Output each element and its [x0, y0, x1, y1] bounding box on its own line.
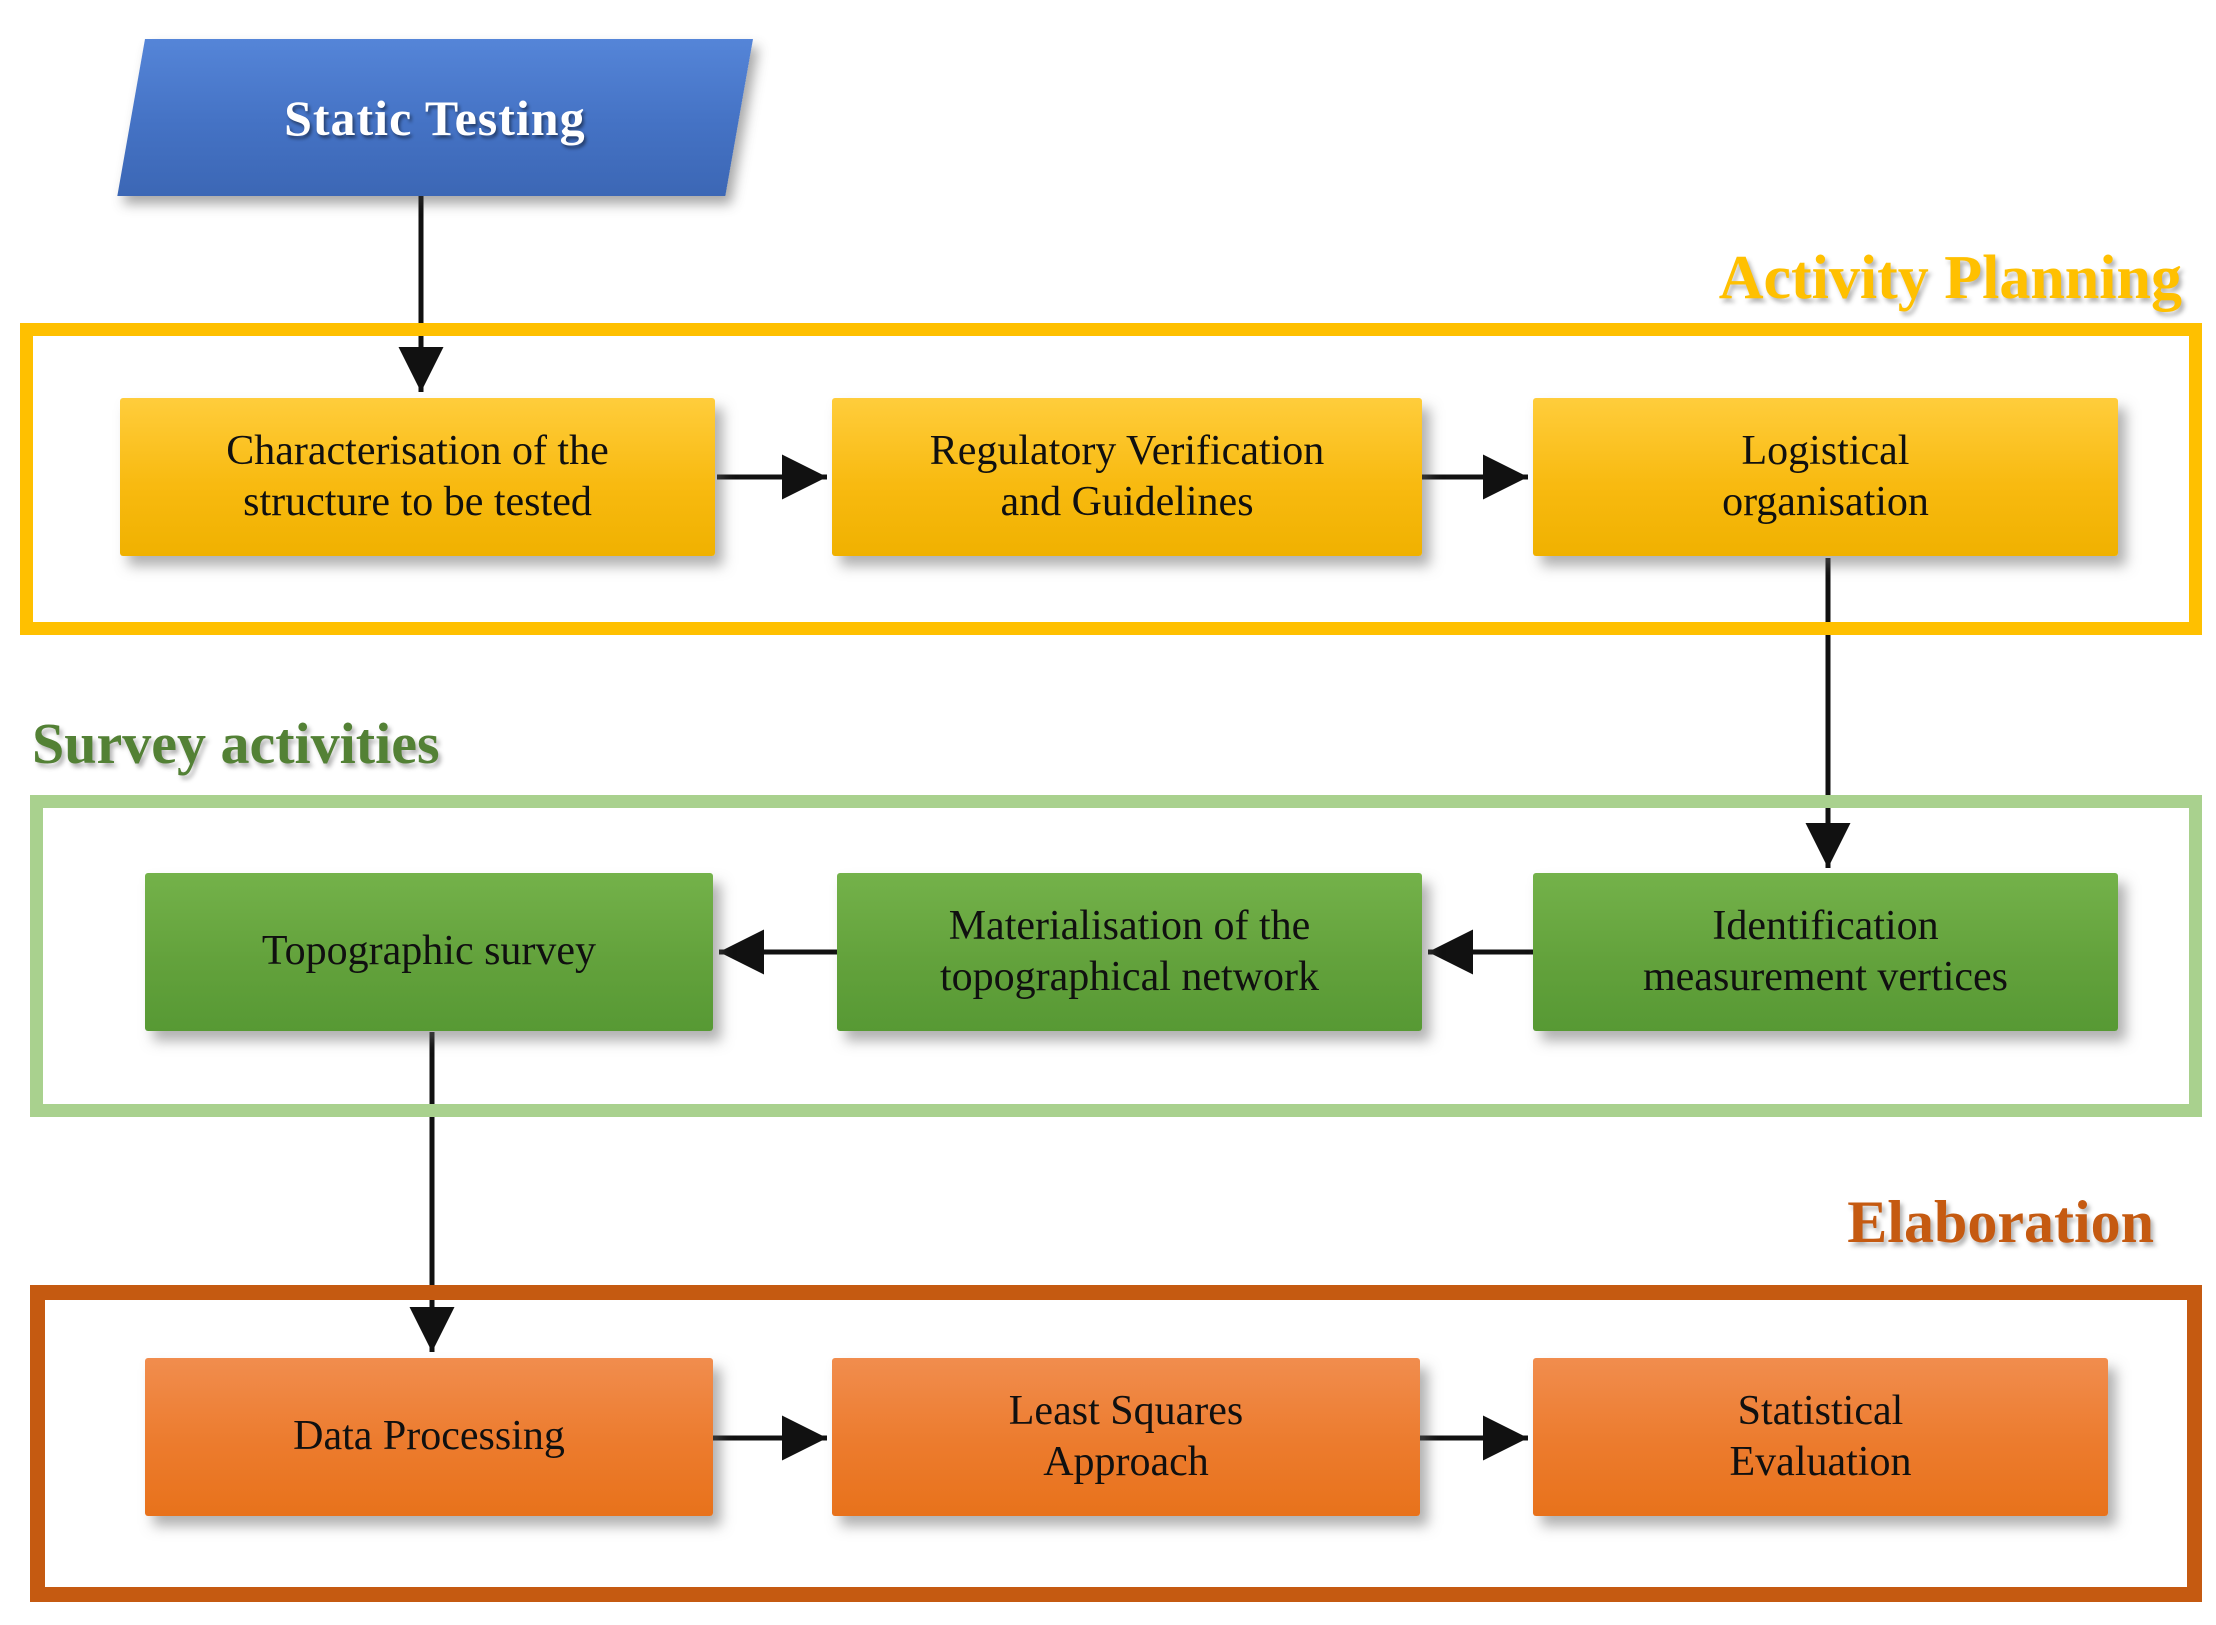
flow-node-identification-vertices: Identification measurement vertices — [1533, 873, 2118, 1031]
flow-node-label: Regulatory Verification and Guidelines — [929, 427, 1325, 525]
flow-node-logistical-organisation: Logistical organisation — [1533, 398, 2118, 556]
section-label-activity-planning: Activity Planning — [1718, 244, 2182, 312]
flow-node-characterisation: Characterisation of the structure to be … — [120, 398, 715, 556]
section-frame-survey-activities — [30, 795, 2202, 1117]
flow-node-label: Characterisation of the structure to be … — [226, 427, 609, 525]
flow-node-topographic-survey: Topographic survey — [145, 873, 713, 1031]
flow-node-label: Least Squares Approach — [1008, 1387, 1244, 1485]
flow-node-data-processing: Data Processing — [145, 1358, 713, 1516]
section-label-elaboration: Elaboration — [1847, 1189, 2154, 1255]
section-frame-elaboration — [30, 1285, 2202, 1602]
start-node-static-testing: Static Testing — [117, 39, 754, 196]
section-frame-activity-planning — [20, 323, 2202, 635]
flow-node-label: Logistical organisation — [1722, 427, 1929, 525]
flow-node-label: Identification measurement vertices — [1643, 902, 2008, 1000]
flow-node-label: Materialisation of the topographical net… — [939, 902, 1320, 1000]
flow-node-label: Topographic survey — [261, 928, 597, 975]
start-node-label: Static Testing — [284, 89, 586, 146]
flow-node-label: Data Processing — [293, 1413, 565, 1460]
flow-node-label: Statistical Evaluation — [1729, 1387, 1912, 1485]
flow-node-regulatory-verification: Regulatory Verification and Guidelines — [832, 398, 1422, 556]
flow-node-materialisation: Materialisation of the topographical net… — [837, 873, 1422, 1031]
flow-node-statistical-evaluation: Statistical Evaluation — [1533, 1358, 2108, 1516]
section-label-survey-activities: Survey activities — [32, 711, 440, 776]
flow-node-least-squares: Least Squares Approach — [832, 1358, 1420, 1516]
